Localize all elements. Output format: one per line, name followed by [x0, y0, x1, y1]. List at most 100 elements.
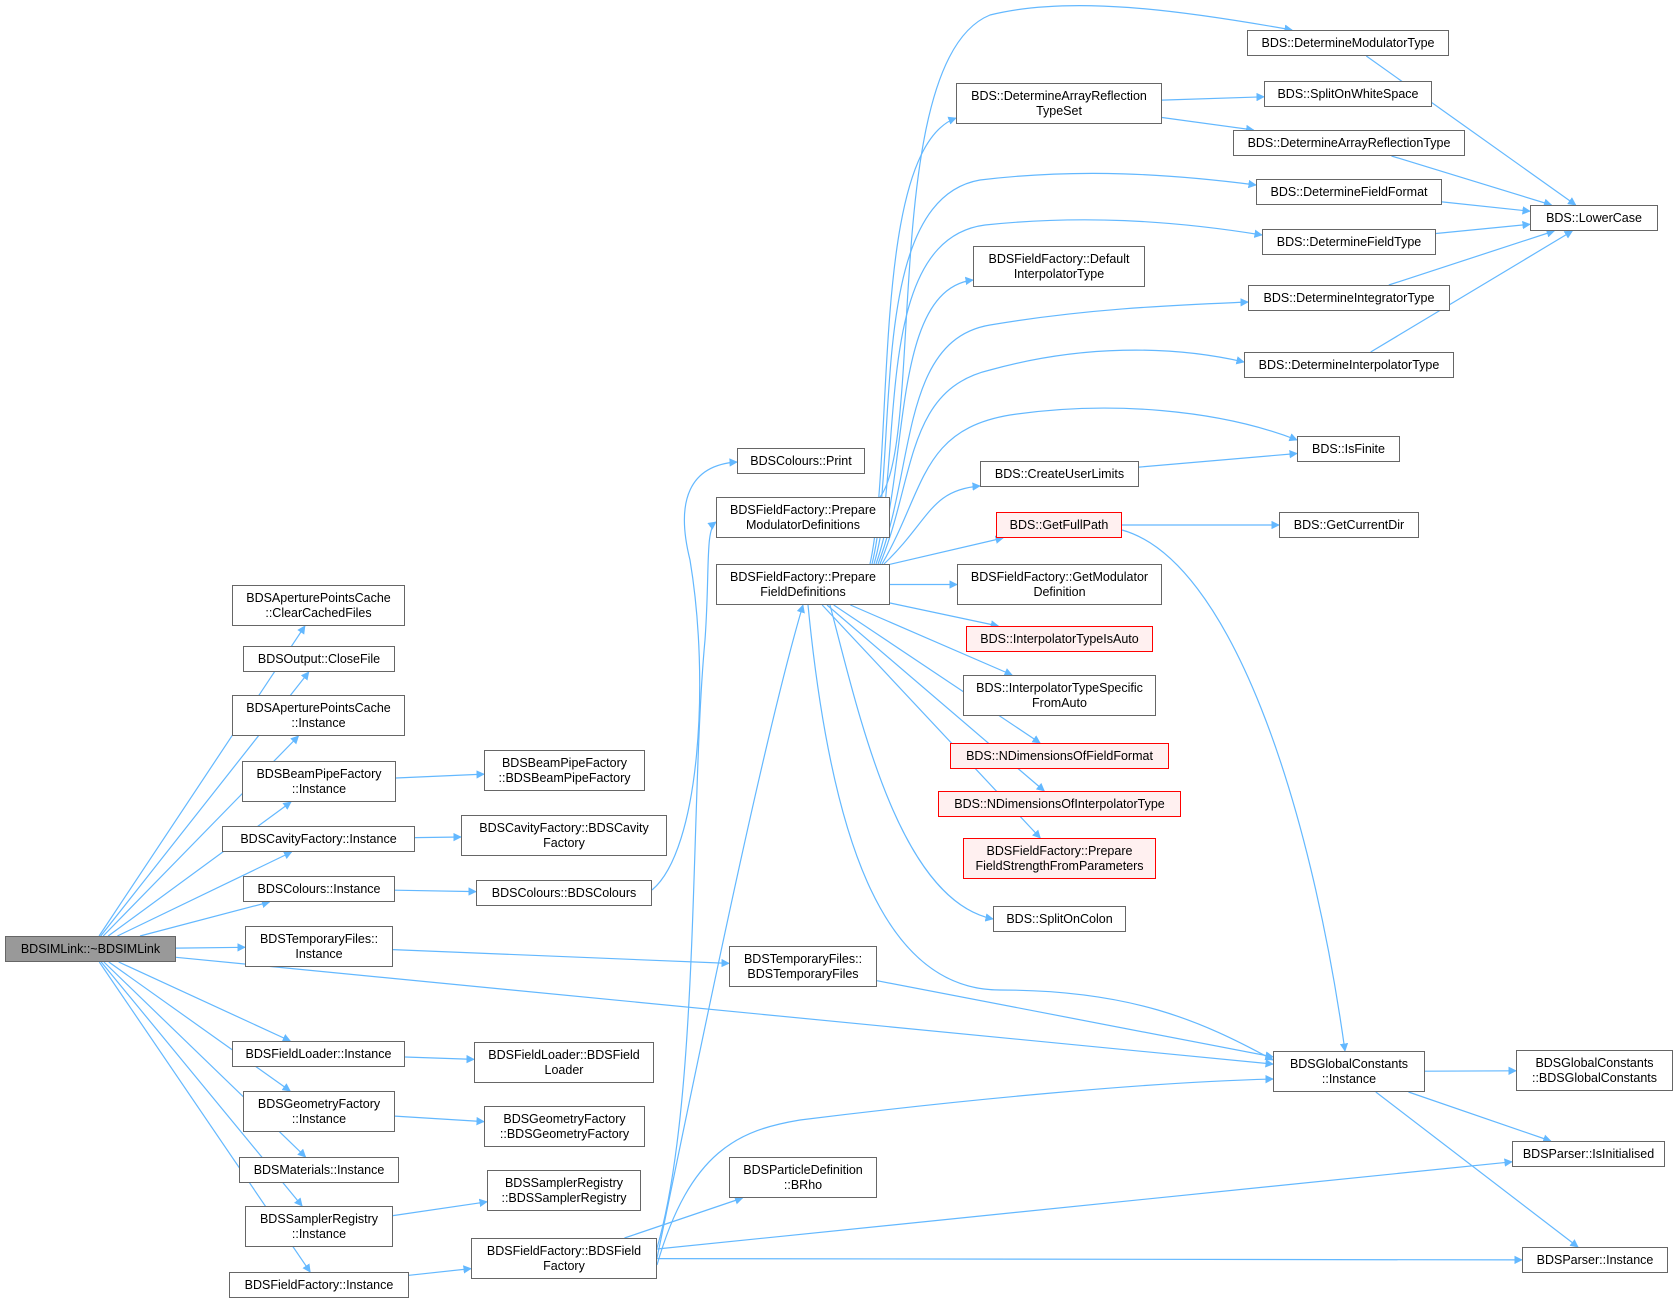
graph-node-label: BDSFieldFactory::Prepare	[986, 843, 1133, 858]
graph-node-brho[interactable]: BDSParticleDefinition::BRho	[729, 1157, 877, 1198]
graph-node-label: FieldStrengthFromParameters	[975, 858, 1144, 873]
graph-node-splitWS[interactable]: BDS::SplitOnWhiteSpace	[1264, 81, 1432, 107]
graph-node-label: BDSTemporaryFiles::	[743, 951, 863, 966]
graph-node-tmpCtor[interactable]: BDSTemporaryFiles::BDSTemporaryFiles	[729, 946, 877, 987]
graph-node-srCtor[interactable]: BDSSamplerRegistry::BDSSamplerRegistry	[487, 1170, 641, 1211]
graph-node-detInterp[interactable]: BDS::DetermineInterpolatorType	[1244, 352, 1454, 378]
graph-node-outClose[interactable]: BDSOutput::CloseFile	[243, 646, 395, 672]
graph-node-label: BDSFieldFactory::Prepare	[730, 502, 876, 517]
call-edge-prepField-to-detFT	[873, 219, 1263, 565]
graph-node-bpfInst[interactable]: BDSBeamPipeFactory::Instance	[242, 761, 396, 802]
graph-node-label: ::BDSGeometryFactory	[499, 1126, 630, 1141]
graph-node-colInst[interactable]: BDSColours::Instance	[243, 876, 395, 902]
graph-node-apcClear[interactable]: BDSAperturePointsCache::ClearCachedFiles	[232, 585, 405, 626]
graph-node-detArr[interactable]: BDS::DetermineArrayReflectionType	[1233, 130, 1465, 156]
graph-node-label: ::BDSBeamPipeFactory	[498, 770, 631, 785]
graph-node-colPrint[interactable]: BDSColours::Print	[737, 448, 865, 474]
graph-node-label: BDSColours::Print	[750, 453, 852, 468]
graph-node-detFT[interactable]: BDS::DetermineFieldType	[1262, 229, 1436, 255]
call-edge-fullPath-to-gcInst	[1121, 529, 1349, 1052]
graph-node-label: BDS::InterpolatorTypeIsAuto	[980, 631, 1139, 646]
graph-node-splitColon[interactable]: BDS::SplitOnColon	[993, 906, 1126, 932]
graph-node-geoCtor[interactable]: BDSGeometryFactory::BDSGeometryFactory	[484, 1106, 645, 1147]
graph-node-lower[interactable]: BDS::LowerCase	[1530, 205, 1658, 231]
call-edge-prepField-to-detFF	[871, 172, 1257, 565]
call-edge-userLim-to-isFinite	[1138, 449, 1298, 468]
graph-node-label: BDSFieldFactory::BDSField	[486, 1243, 642, 1258]
graph-node-label: BDS::InterpolatorTypeSpecific	[976, 680, 1143, 695]
graph-node-ffInst[interactable]: BDSFieldFactory::Instance	[229, 1272, 409, 1298]
graph-node-root[interactable]: BDSIMLink::~BDSIMLink	[5, 936, 176, 962]
graph-node-label: BDSFieldFactory::Prepare	[730, 569, 876, 584]
call-edge-arrSet-to-detArr	[1161, 116, 1255, 134]
graph-node-ndimFF[interactable]: BDS::NDimensionsOfFieldFormat	[950, 743, 1169, 769]
call-edge-root-to-flInst	[118, 961, 292, 1042]
graph-node-userLim[interactable]: BDS::CreateUserLimits	[980, 461, 1139, 487]
graph-node-label: BDSParser::Instance	[1536, 1252, 1654, 1267]
graph-node-bpfCtor[interactable]: BDSBeamPipeFactory::BDSBeamPipeFactory	[484, 750, 645, 791]
graph-node-label: BDSColours::BDSColours	[491, 885, 637, 900]
graph-node-detMod[interactable]: BDS::DetermineModulatorType	[1247, 30, 1449, 56]
call-edge-flInst-to-flCtor	[404, 1054, 475, 1064]
graph-node-matInst[interactable]: BDSMaterials::Instance	[239, 1157, 399, 1183]
graph-node-fullPath[interactable]: BDS::GetFullPath	[996, 512, 1122, 538]
graph-node-colCtor[interactable]: BDSColours::BDSColours	[476, 880, 652, 906]
graph-node-srInst[interactable]: BDSSamplerRegistry::Instance	[245, 1206, 393, 1247]
call-edge-root-to-gcInst	[175, 956, 1274, 1068]
graph-node-label: BDSGlobalConstants	[1535, 1055, 1654, 1070]
graph-node-interpAuto[interactable]: BDS::InterpolatorTypeIsAuto	[966, 626, 1153, 652]
call-edge-ffInst-to-ffCtor	[408, 1265, 472, 1276]
graph-node-gcInst[interactable]: BDSGlobalConstants::Instance	[1273, 1051, 1425, 1092]
graph-node-detFF[interactable]: BDS::DetermineFieldFormat	[1256, 179, 1442, 205]
graph-node-label: BDSIMLink::~BDSIMLink	[20, 941, 161, 956]
graph-node-cavInst[interactable]: BDSCavityFactory::Instance	[222, 826, 415, 852]
call-edge-root-to-bpfInst	[107, 801, 292, 937]
graph-node-label: BDSAperturePointsCache	[246, 700, 391, 715]
graph-node-label: TypeSet	[1036, 103, 1082, 118]
graph-node-label: BDSGeometryFactory	[503, 1111, 626, 1126]
graph-node-curDir[interactable]: BDS::GetCurrentDir	[1279, 512, 1419, 538]
call-edge-ffCtor-to-parInit	[656, 1158, 1513, 1250]
graph-node-geoInst[interactable]: BDSGeometryFactory::Instance	[243, 1091, 395, 1132]
graph-node-apcInst[interactable]: BDSAperturePointsCache::Instance	[232, 695, 405, 736]
call-edge-prepMod-to-detMod	[879, 4, 1293, 498]
call-edge-root-to-apcClear	[98, 625, 306, 937]
graph-node-parInit[interactable]: BDSParser::IsInitialised	[1512, 1141, 1665, 1167]
call-edge-cavInst-to-cavCtor	[414, 832, 462, 842]
graph-node-label: ::Instance	[291, 781, 347, 796]
call-edge-detFT-to-lower	[1435, 220, 1531, 235]
call-edge-bpfInst-to-bpfCtor	[395, 770, 485, 779]
graph-node-isFinite[interactable]: BDS::IsFinite	[1297, 436, 1400, 462]
graph-node-parInst[interactable]: BDSParser::Instance	[1522, 1247, 1668, 1273]
graph-node-label: BDSCavityFactory::BDSCavity	[479, 820, 649, 835]
graph-node-flInst[interactable]: BDSFieldLoader::Instance	[232, 1041, 405, 1067]
graph-node-label: InterpolatorType	[1013, 266, 1105, 281]
call-edge-tmpCtor-to-gcInst	[876, 980, 1274, 1060]
graph-node-label: BDSColours::Instance	[257, 881, 381, 896]
graph-node-gcCtor[interactable]: BDSGlobalConstants::BDSGlobalConstants	[1516, 1050, 1673, 1091]
graph-node-label: ::BDSSamplerRegistry	[501, 1190, 627, 1205]
call-edge-detArr-to-lower	[1391, 155, 1553, 207]
graph-node-detInteg[interactable]: BDS::DetermineIntegratorType	[1248, 285, 1450, 311]
graph-node-ndimIT[interactable]: BDS::NDimensionsOfInterpolatorType	[938, 791, 1181, 817]
graph-node-label: ::ClearCachedFiles	[265, 605, 372, 620]
call-edge-srInst-to-srCtor	[392, 1198, 488, 1217]
call-edge-detMod-to-lower	[1365, 55, 1577, 206]
call-edge-prepField-to-detInterp	[879, 349, 1245, 565]
call-edge-detInterp-to-lower	[1370, 230, 1574, 353]
call-edge-gcInst-to-parInst	[1375, 1091, 1579, 1248]
graph-node-label: BDS::DetermineArrayReflectionType	[1247, 135, 1451, 150]
call-edge-tmpInst-to-tmpCtor	[392, 949, 730, 968]
graph-node-tmpInst[interactable]: BDSTemporaryFiles::Instance	[245, 926, 393, 967]
call-edge-arrSet-to-splitWS	[1161, 92, 1265, 102]
